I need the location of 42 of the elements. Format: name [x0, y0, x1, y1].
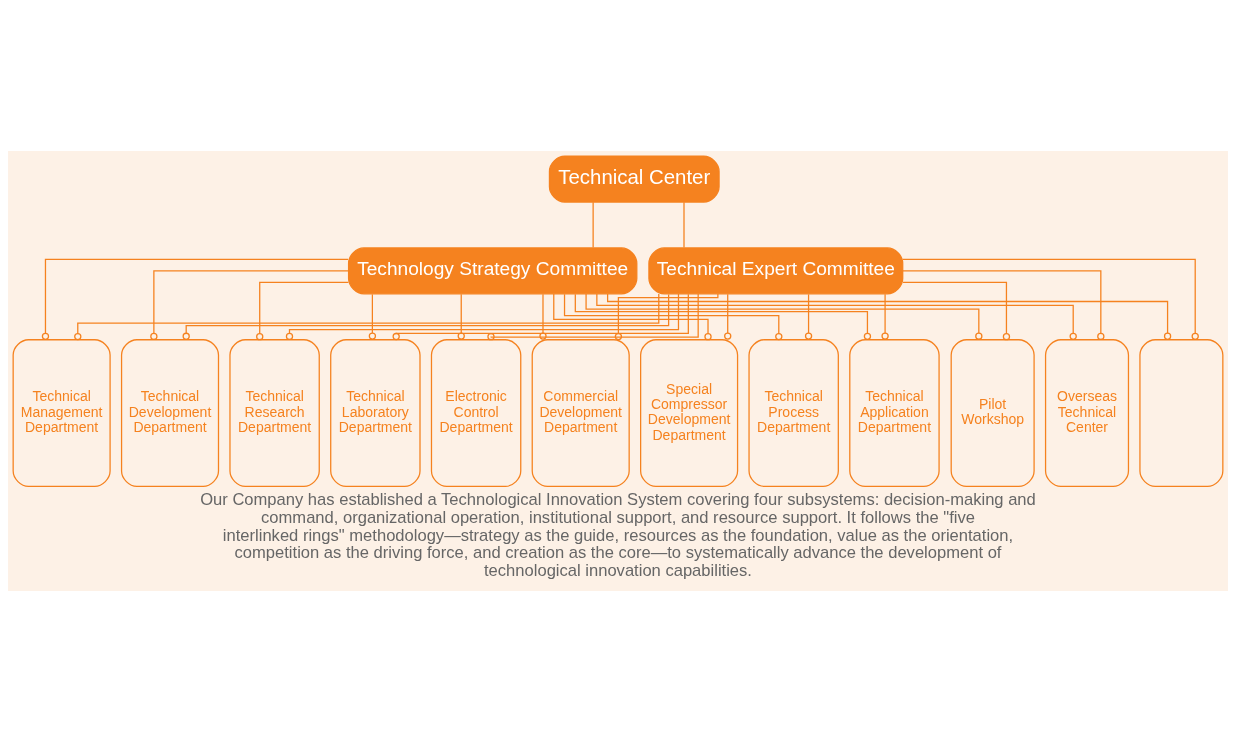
- connector: [902, 270, 1105, 341]
- connector: [285, 293, 680, 341]
- connector: [592, 201, 594, 249]
- connector: [804, 293, 813, 340]
- connector: [585, 293, 983, 340]
- node-box: [1139, 339, 1224, 488]
- connector: [574, 293, 872, 341]
- node-box: Overseas Technical Center: [1044, 339, 1130, 488]
- connector: [41, 258, 349, 341]
- node-box: Technology Strategy Committee: [347, 247, 638, 295]
- node-box: Technical Management Department: [12, 339, 111, 488]
- node-box: Special Compressor Development Department: [640, 339, 739, 488]
- connector: [256, 281, 350, 341]
- connector: [902, 258, 1199, 341]
- connector: [563, 293, 783, 341]
- connector: [539, 293, 547, 340]
- connector: [614, 293, 719, 341]
- node-box: Technical Laboratory Department: [330, 339, 421, 488]
- connector: [553, 293, 712, 341]
- connector: [457, 293, 465, 340]
- connector: [881, 293, 889, 340]
- connector: [182, 293, 670, 340]
- connector: [150, 270, 350, 341]
- caption: Our Company has established a Technological Innovation System covering four subsystems: decision-making and command, organizational operation, institutional support, and resource support. It follows the "five interlinked rings" methodology—strategy as the guide, resources as the foundation, value as the orientation, competition as the driving force, and creation as the core—to systematically advance the development of technological innovation capabilities.: [200, 489, 1036, 581]
- connector: [368, 293, 377, 340]
- connector: [902, 281, 1011, 341]
- node-box: Technical Development Department: [120, 339, 220, 488]
- node-box: Technical Research Department: [229, 339, 320, 488]
- connector: [487, 293, 699, 341]
- node-box: Technical Application Department: [849, 339, 940, 488]
- node-box: Technical Process Department: [748, 339, 839, 488]
- node-box: Technical Expert Committee: [648, 247, 904, 295]
- connector: [596, 293, 1077, 341]
- node-box: Pilot Workshop: [950, 339, 1035, 488]
- connector: [392, 293, 689, 341]
- node-box: Electronic Control Department: [430, 339, 522, 488]
- connector: [724, 293, 732, 340]
- node-box: Technical Center: [548, 155, 720, 203]
- connector: [683, 201, 685, 249]
- node-box: Commercial Development Department: [531, 339, 630, 488]
- connector: [607, 293, 1172, 340]
- connector: [74, 293, 660, 341]
